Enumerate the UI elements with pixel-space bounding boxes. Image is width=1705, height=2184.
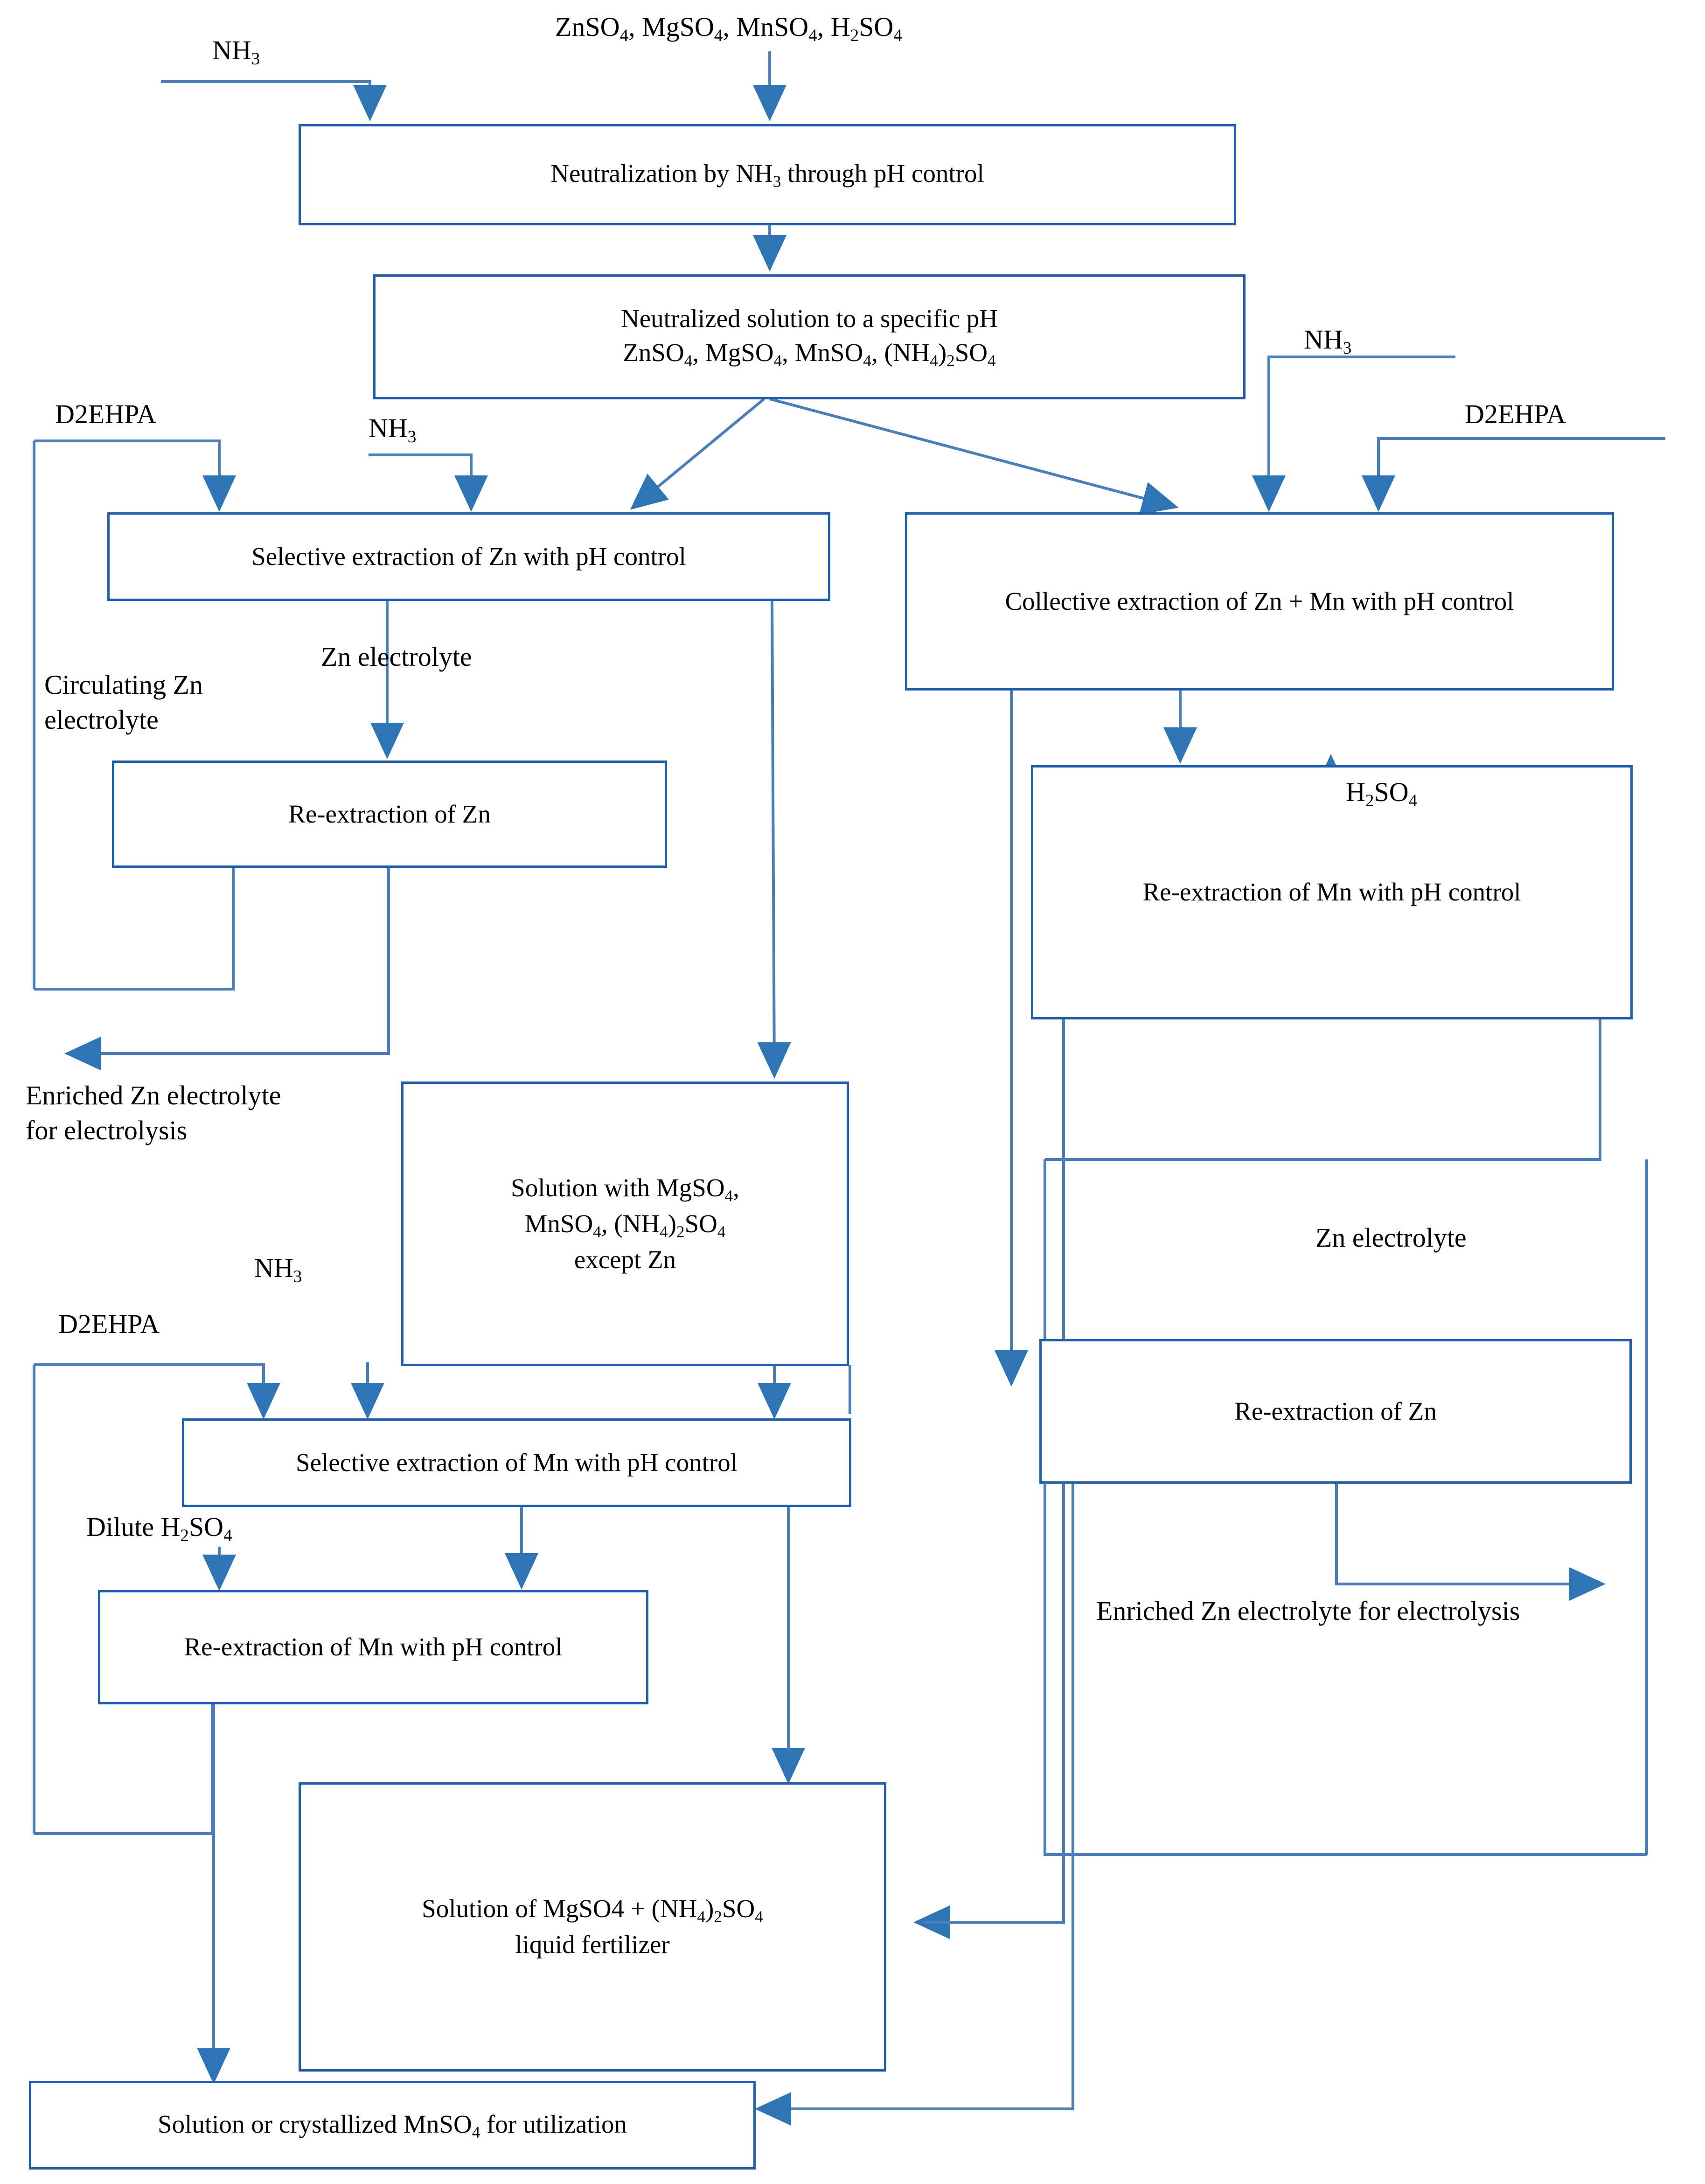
label-nh3-top: NH3 [212, 35, 260, 69]
node-re-extraction-zn-right-label: Re-extraction of Zn [1234, 1396, 1437, 1425]
node-selective-extraction-zn: Selective extraction of Zn with pH contr… [107, 512, 830, 601]
node-re-extraction-mn-left: Re-extraction of Mn with pH control [98, 1590, 648, 1704]
node-re-extraction-mn-right: Re-extraction of Mn with pH control [1031, 765, 1633, 1019]
node-re-extraction-mn-right-label: Re-extraction of Mn with pH control [1142, 878, 1521, 907]
label-h2so4-right: H2SO4 [1346, 777, 1418, 811]
node-re-extraction-zn-left: Re-extraction of Zn [112, 761, 667, 868]
node-neutralization-label: Neutralization by NH3 through pH control [550, 159, 984, 191]
label-nh3-left: NH3 [369, 413, 417, 447]
label-feed-stream: ZnSO4, MgSO4, MnSO4, H2SO4 [555, 12, 902, 46]
label-nh3-right: NH3 [1304, 324, 1352, 358]
node-mnso4-utilization: Solution or crystallized MnSO4 for utili… [29, 2081, 756, 2170]
label-nh3-mid-left: NH3 [254, 1253, 302, 1287]
label-d2ehpa-right-top: D2EHPA [1465, 399, 1566, 429]
node-re-extraction-zn-left-label: Re-extraction of Zn [288, 799, 491, 828]
label-d2ehpa-left-bottom: D2EHPA [58, 1309, 160, 1339]
label-zn-electrolyte-left: Zn electrolyte [321, 642, 472, 672]
node-selective-extraction-zn-label: Selective extraction of Zn with pH contr… [251, 542, 686, 571]
node-re-extraction-mn-left-label: Re-extraction of Mn with pH control [184, 1633, 563, 1661]
node-collective-extraction-zn-mn-label: Collective extraction of Zn + Mn with pH… [1005, 586, 1514, 615]
node-collective-extraction-zn-mn: Collective extraction of Zn + Mn with pH… [905, 512, 1614, 691]
node-selective-extraction-mn: Selective extraction of Mn with pH contr… [182, 1418, 851, 1507]
node-selective-extraction-mn-label: Selective extraction of Mn with pH contr… [296, 1448, 738, 1477]
node-re-extraction-zn-right: Re-extraction of Zn [1039, 1339, 1632, 1484]
label-dilute-h2so4: Dilute H2SO4 [86, 1512, 232, 1546]
label-zn-electrolyte-right: Zn electrolyte [1315, 1222, 1467, 1253]
node-neutralization: Neutralization by NH3 through pH control [299, 124, 1236, 225]
node-mnso4-utilization-label: Solution or crystallized MnSO4 for utili… [158, 2109, 627, 2142]
label-d2ehpa-left-top: D2EHPA [55, 399, 157, 429]
label-enriched-zn-right: Enriched Zn electrolyte for electrolysis [1096, 1596, 1520, 1626]
